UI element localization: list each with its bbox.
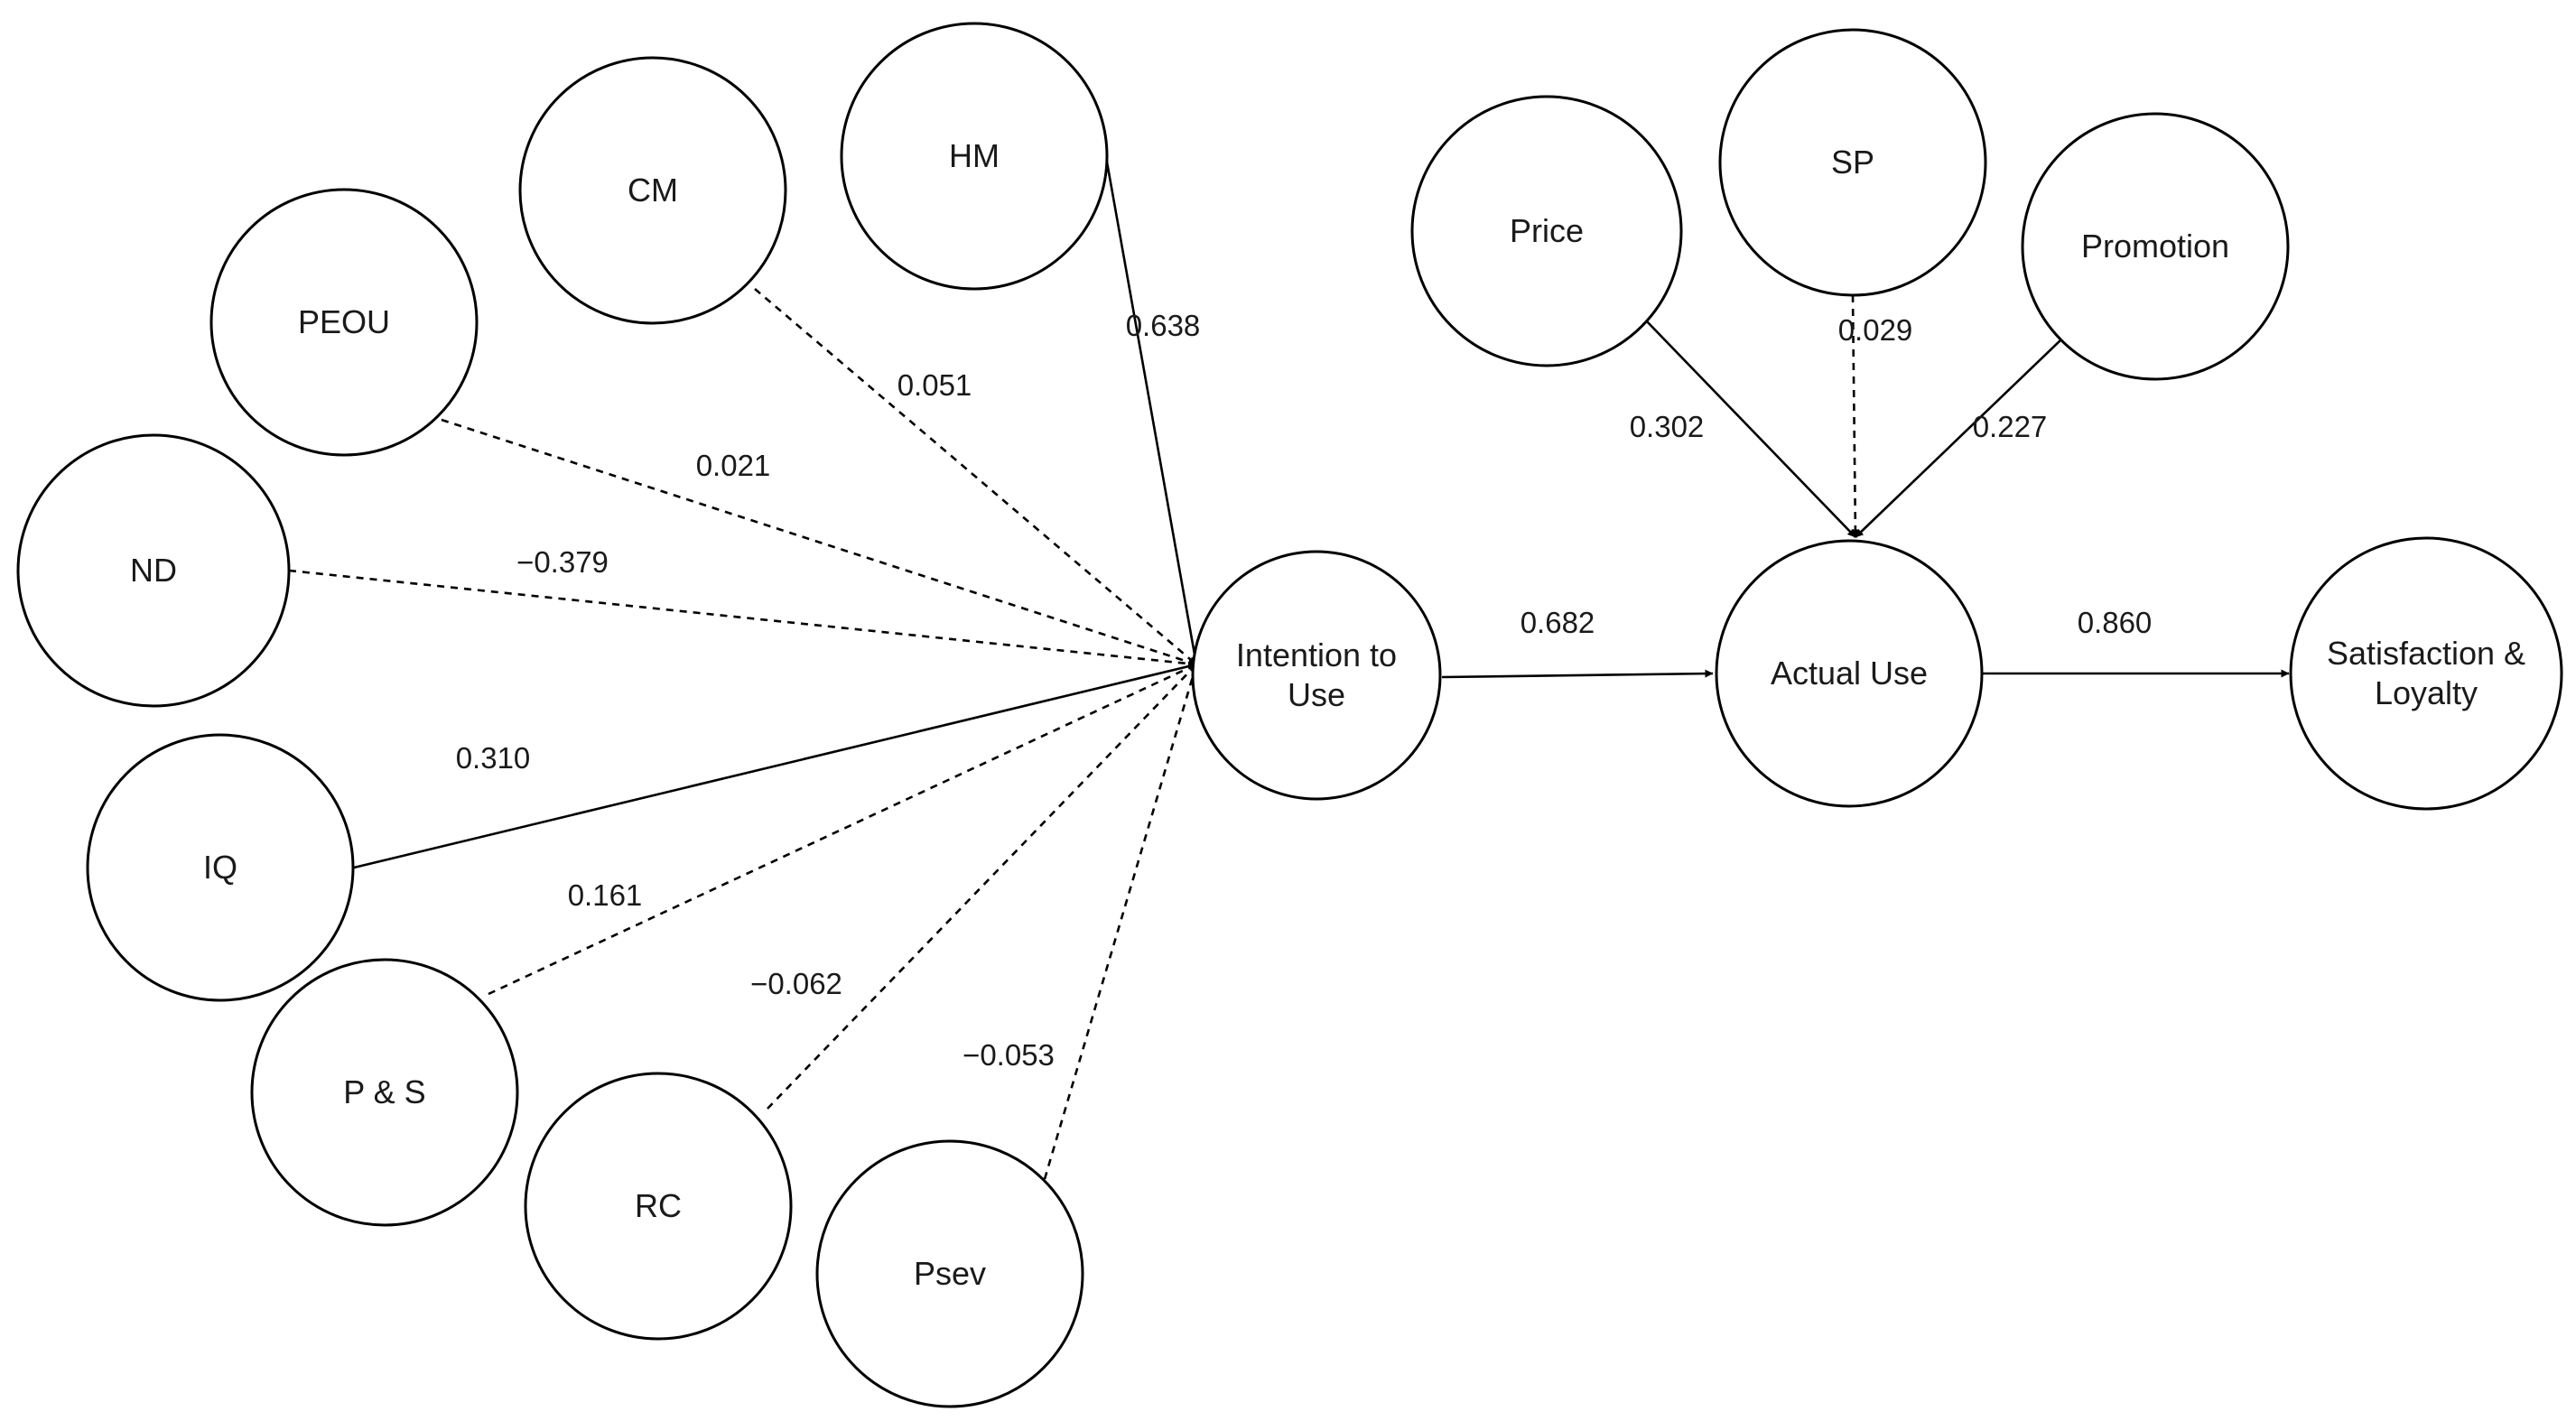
edge-psev-itu [1043, 664, 1198, 1180]
edge-label-rc-itu: −0.062 [750, 967, 842, 1000]
node-sp-label: SP [1831, 144, 1874, 181]
node-peou-label: PEOU [298, 303, 390, 340]
node-sl-label: Loyalty [2375, 674, 2478, 711]
edge-labels-layer: 0.638 0.051 0.021 −0.379 0.310 0.161 −0.062 −0.… [456, 309, 2153, 1072]
node-sp: SP [1718, 28, 1987, 297]
edge-label-cm-itu: 0.051 [897, 368, 972, 402]
edge-label-promotion-au: 0.227 [1973, 410, 2048, 443]
edge-label-nd-itu: −0.379 [516, 545, 609, 579]
edge-hm-itu [1102, 141, 1199, 665]
node-promotion-circle [2021, 112, 2290, 381]
node-iq-label: IQ [203, 849, 237, 886]
node-itu-circle [1191, 550, 1442, 801]
node-au-label: Actual Use [1771, 655, 1928, 692]
node-nd: ND [16, 433, 291, 708]
node-ps-circle [250, 958, 519, 1227]
node-promotion: Promotion [2021, 112, 2290, 381]
node-hm-label: HM [949, 137, 1000, 174]
node-iq-circle [86, 733, 355, 1002]
edge-label-itu-au: 0.682 [1520, 606, 1595, 639]
edges-layer [288, 141, 2290, 1180]
node-cm-circle [518, 56, 787, 325]
node-hm: HM [840, 22, 1109, 291]
edge-nd-itu [288, 569, 1197, 668]
node-cm: CM [518, 56, 787, 325]
edge-itu-au [1441, 669, 1714, 679]
node-sl: Satisfaction &Loyalty [2289, 536, 2563, 811]
node-sp-circle [1718, 28, 1987, 297]
node-nd-circle [16, 433, 291, 708]
node-price-label: Price [1510, 212, 1584, 249]
node-promotion-label: Promotion [2081, 228, 2229, 265]
edge-iq-itu [353, 662, 1197, 869]
edge-label-ps-itu: 0.161 [568, 878, 643, 912]
edge-label-hm-itu: 0.638 [1126, 309, 1201, 342]
node-ps: P & S [250, 958, 519, 1227]
node-rc: RC [524, 1072, 793, 1341]
node-sl-label: Satisfaction & [2327, 635, 2525, 672]
edge-promotion-au [1855, 339, 2062, 538]
node-iq: IQ [86, 733, 355, 1002]
edge-label-sp-au: 0.029 [1838, 313, 1913, 347]
node-hm-circle [840, 22, 1109, 291]
edge-label-au-sl: 0.860 [2078, 606, 2153, 639]
edge-label-psev-itu: −0.053 [963, 1038, 1055, 1072]
edge-label-price-au: 0.302 [1630, 410, 1705, 443]
edge-ps-itu [488, 663, 1197, 996]
node-peou: PEOU [209, 188, 479, 457]
node-psev: Psev [815, 1139, 1084, 1408]
node-nd-label: ND [130, 552, 177, 589]
node-rc-circle [524, 1072, 793, 1341]
node-cm-label: CM [628, 172, 678, 209]
node-peou-circle [209, 188, 479, 457]
edge-peou-itu [441, 418, 1197, 666]
node-price: Price [1410, 95, 1683, 367]
node-au: Actual Use [1715, 539, 1984, 808]
node-psev-circle [815, 1139, 1084, 1408]
node-psev-label: Psev [914, 1255, 986, 1292]
node-price-circle [1410, 95, 1683, 367]
edge-price-au [1645, 320, 1856, 538]
edge-cm-itu [754, 288, 1197, 665]
node-sl-circle [2289, 536, 2563, 811]
node-itu-label: Intention to [1236, 636, 1397, 673]
node-itu-label: Use [1288, 676, 1345, 713]
edge-label-iq-itu: 0.310 [456, 741, 531, 775]
edge-label-peou-itu: 0.021 [696, 449, 771, 482]
node-au-circle [1715, 539, 1984, 808]
node-ps-label: P & S [343, 1073, 425, 1110]
node-rc-label: RC [635, 1187, 682, 1224]
